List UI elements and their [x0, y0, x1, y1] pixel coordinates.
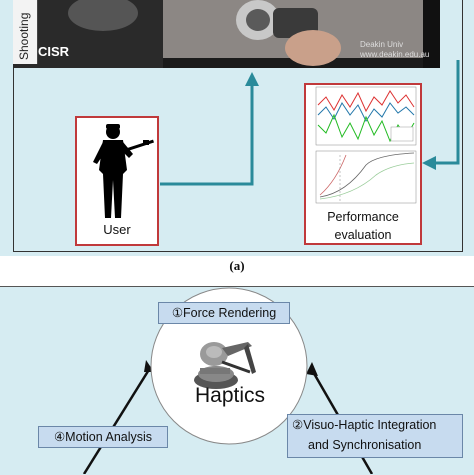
panel-a-frame — [13, 0, 463, 252]
visuo-haptic-line-1: ②Visuo-Haptic Integration — [292, 418, 437, 432]
performance-label: Performance evaluation — [304, 208, 422, 244]
visuo-haptic-line-2: and Synchronisation — [308, 438, 422, 452]
user-label: User — [103, 222, 131, 237]
watermark-line-1: Deakin Univ — [360, 40, 404, 49]
soldier-silhouette-icon — [93, 124, 154, 218]
motion-analysis-box: ④Motion Analysis — [38, 426, 168, 448]
haptics-label: Haptics — [194, 384, 266, 407]
performance-box — [304, 83, 422, 245]
video-label-box: Shooting — [13, 0, 38, 64]
cisr-logo: CISR — [38, 44, 70, 59]
force-rendering-box: ①Force Rendering — [158, 302, 290, 324]
performance-label-line-2: evaluation — [334, 228, 392, 242]
performance-chart-icon — [315, 86, 417, 204]
user-box — [75, 116, 159, 246]
watermark-line-2: www.deakin.edu.au — [360, 50, 430, 59]
visuo-haptic-box: ②Visuo-Haptic Integration and Synchronis… — [287, 414, 463, 458]
panel-a-arrows — [160, 60, 460, 186]
performance-label-line-1: Performance — [327, 210, 399, 224]
video-frame — [13, 0, 440, 68]
video-scene-icon — [13, 0, 440, 68]
video-watermark: Deakin Univ www.deakin.edu.au — [360, 40, 429, 60]
caption-a: (a) — [229, 258, 245, 273]
haptic-device-icon — [194, 342, 256, 389]
